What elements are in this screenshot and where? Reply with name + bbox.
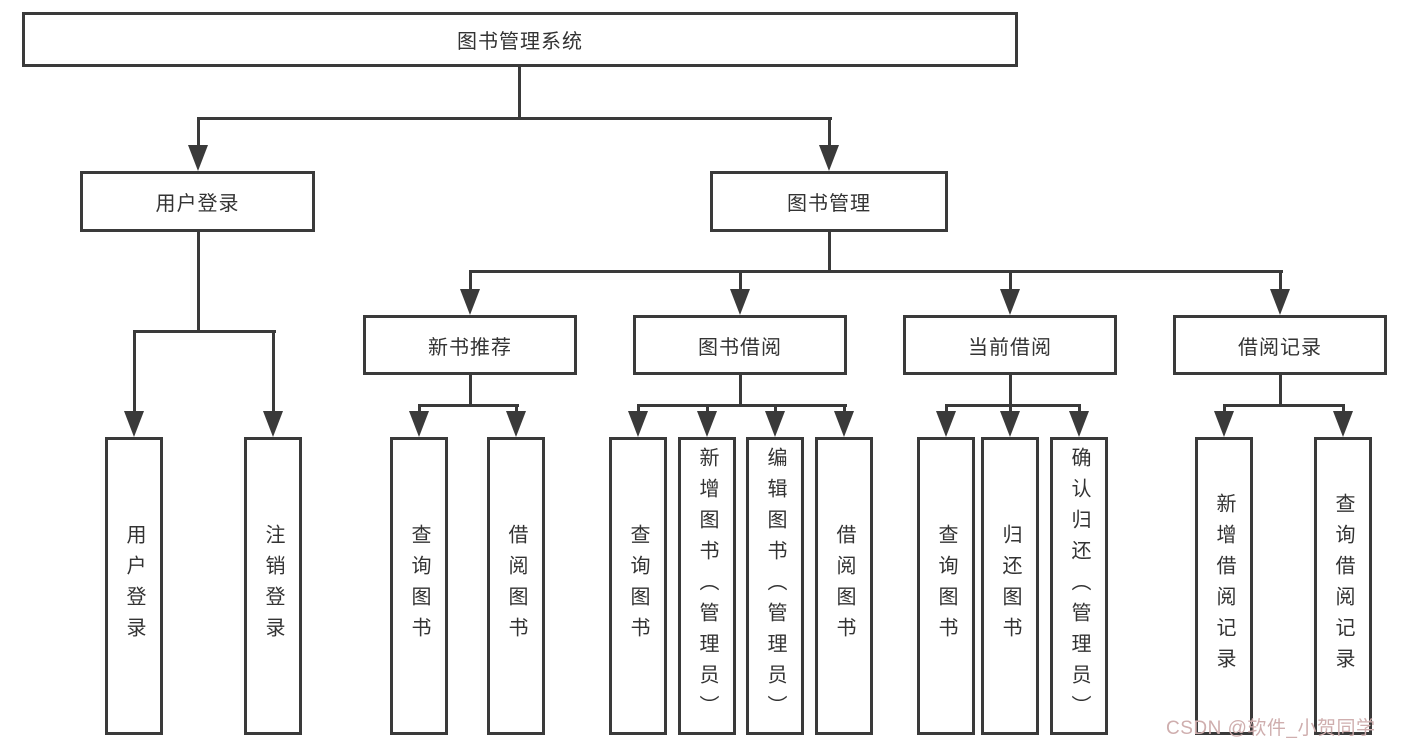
arrow-down-icon [188,145,208,171]
arrow-down-icon [697,411,717,437]
node-label: 用户登录 [123,524,145,648]
leaf-add-borrow-record: 新增借阅记录 [1195,437,1253,735]
leaf-borrow-books: 借阅图书 [815,437,873,735]
connector-line [945,404,948,413]
arrow-down-icon [1270,289,1290,315]
connector-line [133,330,136,413]
leaf-query-books-current: 查询图书 [917,437,975,735]
leaf-user-login: 用户登录 [105,437,163,735]
connector-line [739,270,742,291]
node-label: 借阅图书 [833,524,855,648]
connector-line [1223,404,1345,407]
connector-line [828,117,831,147]
node-library-management-system: 图书管理系统 [22,12,1018,67]
node-label: 查询图书 [627,524,649,648]
node-label: 当前借阅 [968,336,1052,359]
node-label: 确认归还（管理员） [1068,446,1090,726]
connector-line [706,404,709,413]
node-label: 图书管理 [787,193,871,215]
node-label: 图书借阅 [698,336,782,359]
arrow-down-icon [1000,289,1020,315]
connector-line [197,232,200,333]
node-label: 查询借阅记录 [1332,493,1354,679]
node-label: 查询图书 [408,524,430,648]
connector-line [1342,404,1345,413]
arrow-down-icon [506,411,526,437]
connector-line [637,404,847,407]
connector-line [774,404,777,413]
connector-line [469,270,472,291]
arrow-down-icon [124,411,144,437]
leaf-query-borrow-record: 查询借阅记录 [1314,437,1372,735]
arrow-down-icon [1069,411,1089,437]
connector-line [515,404,518,413]
arrow-down-icon [1214,411,1234,437]
leaf-confirm-return-admin: 确认归还（管理员） [1050,437,1108,735]
connector-line [418,404,421,413]
connector-line [469,270,1283,273]
leaf-borrow-books-recommend: 借阅图书 [487,437,545,735]
arrow-down-icon [628,411,648,437]
connector-line [518,67,521,120]
connector-line [1009,375,1012,407]
connector-line [272,330,275,413]
arrow-down-icon [834,411,854,437]
arrow-down-icon [1333,411,1353,437]
connector-line [1078,404,1081,413]
connector-line [197,117,832,120]
node-label: 新书推荐 [428,336,512,359]
node-label: 借阅记录 [1238,336,1322,359]
node-book-management: 图书管理 [710,171,948,232]
connector-line [1279,270,1282,291]
arrow-down-icon [936,411,956,437]
connector-line [945,404,1081,407]
node-label: 编辑图书（管理员） [764,446,786,726]
connector-line [418,404,519,407]
leaf-query-books-borrow: 查询图书 [609,437,667,735]
arrow-down-icon [263,411,283,437]
leaf-add-book-admin: 新增图书（管理员） [678,437,736,735]
leaf-edit-book-admin: 编辑图书（管理员） [746,437,804,735]
connector-line [133,330,276,333]
connector-line [1009,270,1012,291]
arrow-down-icon [819,145,839,171]
node-book-borrowing: 图书借阅 [633,315,847,375]
connector-line [739,375,742,407]
node-label: 查询图书 [935,524,957,648]
watermark: CSDN @软件_小贺同学 [1166,718,1376,739]
connector-line [197,117,200,147]
node-current-borrowing: 当前借阅 [903,315,1117,375]
node-label: 新增借阅记录 [1213,493,1235,679]
connector-line [1279,375,1282,407]
node-label: 新增图书（管理员） [696,446,718,726]
node-label: 借阅图书 [505,524,527,648]
arrow-down-icon [1000,411,1020,437]
connector-line [469,375,472,407]
arrow-down-icon [730,289,750,315]
node-label: 用户登录 [155,193,240,215]
arrow-down-icon [460,289,480,315]
node-new-book-recommendation: 新书推荐 [363,315,577,375]
node-label: 图书管理系统 [457,31,583,53]
leaf-return-books: 归还图书 [981,437,1039,735]
node-user-login: 用户登录 [80,171,315,232]
connector-line [1009,404,1012,413]
connector-line [843,404,846,413]
connector-line [828,232,831,273]
arrow-down-icon [409,411,429,437]
leaf-query-books-recommend: 查询图书 [390,437,448,735]
node-borrowing-records: 借阅记录 [1173,315,1387,375]
node-label: 注销登录 [262,524,284,648]
node-label: 归还图书 [999,524,1021,648]
leaf-logout: 注销登录 [244,437,302,735]
arrow-down-icon [765,411,785,437]
connector-line [1223,404,1226,413]
connector-line [637,404,640,413]
